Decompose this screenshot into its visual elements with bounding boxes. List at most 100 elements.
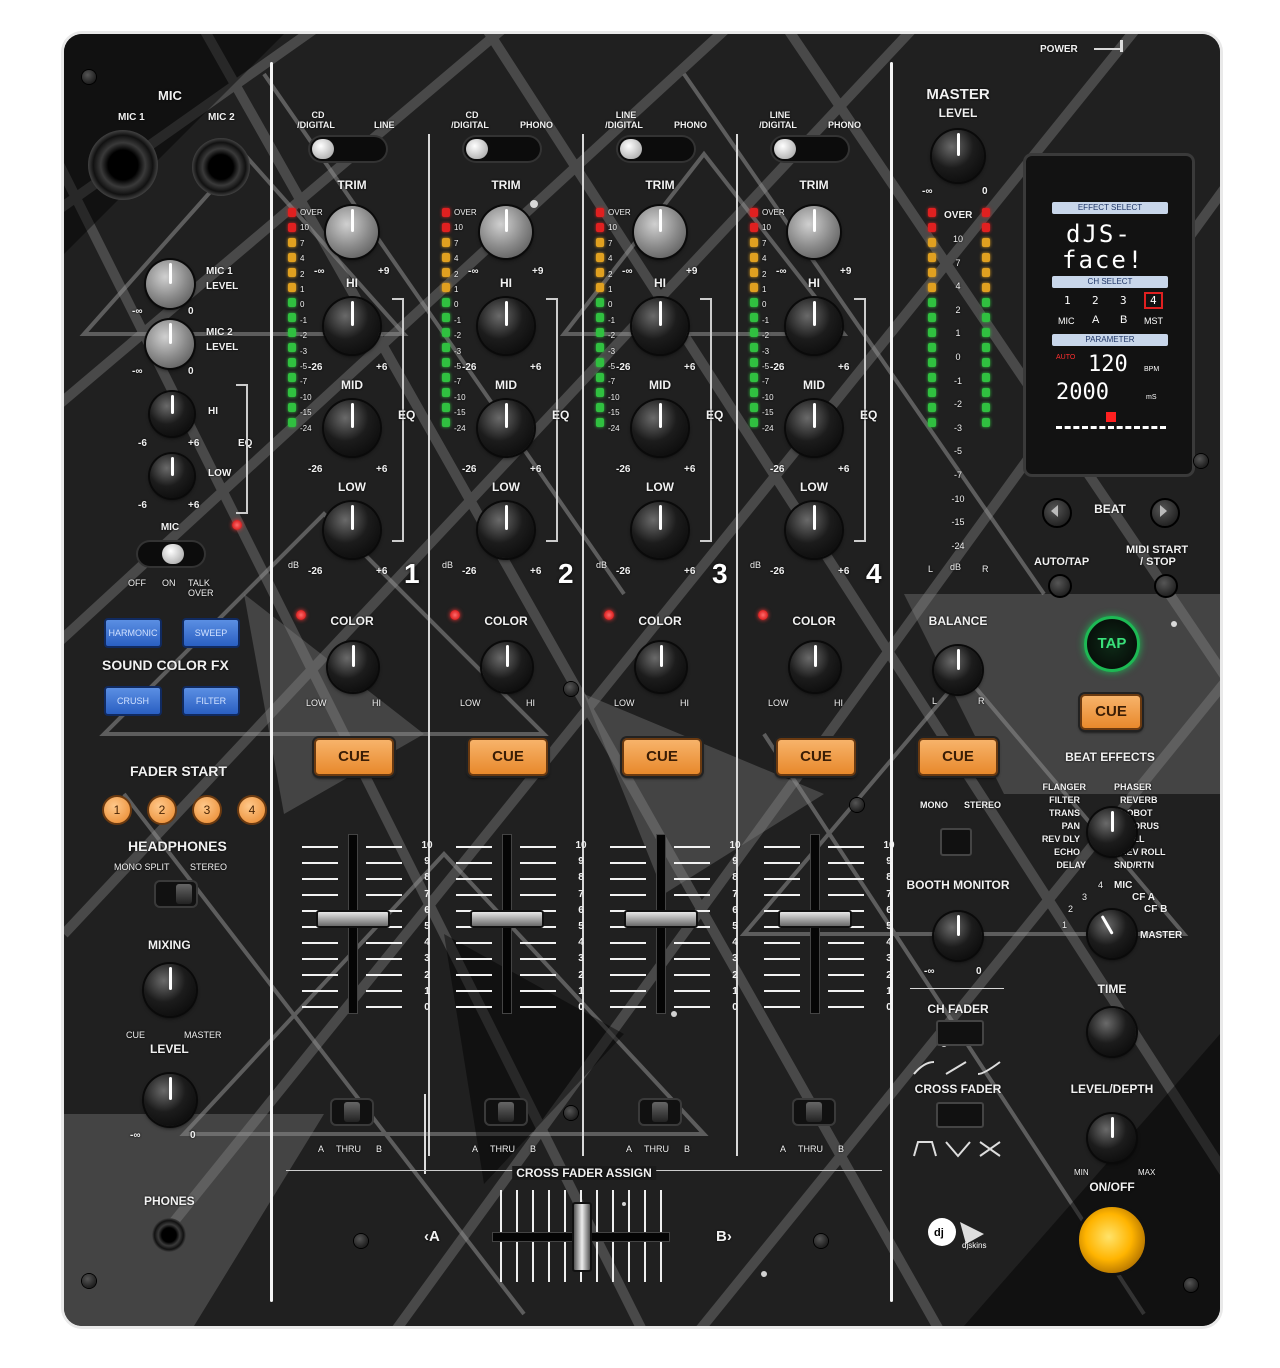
trim-knob[interactable] <box>326 206 378 258</box>
mic-hi-knob[interactable] <box>150 392 194 436</box>
meter-scale-label: 4 <box>608 254 613 264</box>
on-off-button[interactable] <box>1076 1204 1148 1276</box>
level-depth-knob[interactable] <box>1088 1114 1136 1162</box>
divider-ch1-2-line <box>428 134 430 1156</box>
input-select-switch[interactable] <box>464 137 540 161</box>
mid-eq-knob[interactable] <box>786 400 842 456</box>
hi-eq-knob[interactable] <box>478 298 534 354</box>
low-eq-knob[interactable] <box>478 502 534 558</box>
hi-eq-knob[interactable] <box>632 298 688 354</box>
hp-level-knob[interactable] <box>144 1074 196 1126</box>
beat-left-button[interactable] <box>1042 498 1072 528</box>
booth-monitor-label: BOOTH MONITOR <box>906 878 1010 892</box>
balance-knob[interactable] <box>934 646 982 694</box>
mic-onoff-switch[interactable] <box>138 542 204 566</box>
mic2-jack[interactable] <box>192 138 250 196</box>
channel-fader[interactable] <box>624 910 698 928</box>
low-eq-knob[interactable] <box>786 502 842 558</box>
low-eq-knob[interactable] <box>632 502 688 558</box>
mic1-xlr-jack[interactable] <box>88 130 158 200</box>
master-meter-r: R <box>982 564 989 574</box>
midi-start-stop-button[interactable] <box>1154 574 1178 598</box>
power-switch[interactable] <box>1120 40 1123 52</box>
low-eq-knob[interactable] <box>324 502 380 558</box>
tap-button[interactable]: TAP <box>1084 616 1140 672</box>
cross-fader-curve-switch[interactable] <box>936 1102 984 1128</box>
trim-knob[interactable] <box>788 206 840 258</box>
channel-fader[interactable] <box>778 910 852 928</box>
crossfader-assign-switch[interactable] <box>640 1100 680 1124</box>
crush-button[interactable]: CRUSH <box>104 686 162 716</box>
input-select-switch[interactable] <box>618 137 694 161</box>
color-knob[interactable] <box>482 642 532 692</box>
channel-cue-button[interactable]: CUE <box>314 738 394 776</box>
fader-start-1-button[interactable]: 1 <box>102 795 132 825</box>
beat-effects-select-knob[interactable] <box>1088 808 1136 856</box>
eq-bracket <box>546 298 558 542</box>
hp-master-label: MASTER <box>184 1030 222 1040</box>
assign-thru-label: THRU <box>798 1144 823 1154</box>
hi-eq-knob[interactable] <box>324 298 380 354</box>
svg-text:dj: dj <box>934 1227 944 1239</box>
channel-cue-button[interactable]: CUE <box>622 738 702 776</box>
fader-scale-label: 8 <box>578 872 584 884</box>
channel-cue-button[interactable]: CUE <box>776 738 856 776</box>
fader-start-3-button[interactable]: 3 <box>192 795 222 825</box>
meter-segment <box>750 313 758 322</box>
effect-channel-select-knob[interactable] <box>1088 910 1136 958</box>
knob-pointer <box>812 301 816 326</box>
channel-fader[interactable] <box>470 910 544 928</box>
crossfader-assign-switch[interactable] <box>332 1100 372 1124</box>
trim-knob[interactable] <box>634 206 686 258</box>
effect-option-label: SND/RTN <box>1114 860 1154 870</box>
color-knob[interactable] <box>636 642 686 692</box>
crossfader-assign-switch[interactable] <box>794 1100 834 1124</box>
harmonic-button[interactable]: HARMONIC <box>104 618 162 648</box>
mid-eq-knob[interactable] <box>632 400 688 456</box>
color-knob[interactable] <box>328 642 378 692</box>
mic1-level-knob[interactable] <box>146 260 194 308</box>
assign-a-label: A <box>780 1144 787 1154</box>
mid-eq-knob[interactable] <box>324 400 380 456</box>
screw-icon <box>850 798 864 812</box>
ch-select-3: 3 <box>1120 294 1127 307</box>
beat-right-button[interactable] <box>1150 498 1180 528</box>
assign-thru-label: THRU <box>644 1144 669 1154</box>
input-select-switch[interactable] <box>772 137 848 161</box>
fader-start-4-button[interactable]: 4 <box>237 795 267 825</box>
meter-segment <box>442 373 450 382</box>
filter-button[interactable]: FILTER <box>182 686 240 716</box>
meter-segment <box>750 388 758 397</box>
input-select-switch[interactable] <box>310 137 386 161</box>
crossfader-assign-switch[interactable] <box>486 1100 526 1124</box>
crossfader-knob[interactable] <box>572 1202 592 1272</box>
mono-stereo-switch[interactable] <box>940 828 972 856</box>
trim-knob[interactable] <box>480 206 532 258</box>
hi-eq-knob[interactable] <box>786 298 842 354</box>
master-cue-button[interactable]: CUE <box>918 738 998 776</box>
mono-split-switch[interactable] <box>156 882 196 906</box>
phones-jack[interactable] <box>152 1218 186 1252</box>
meter-scale-label: -5 <box>300 362 308 371</box>
fader-scale-label: 4 <box>578 937 584 949</box>
mic2-level-knob[interactable] <box>146 320 194 368</box>
mic-low-knob[interactable] <box>150 454 194 498</box>
master-meter-scale-label: 2 <box>955 304 961 315</box>
time-knob[interactable] <box>1088 1008 1136 1056</box>
ch-fader-curve-switch[interactable] <box>936 1020 984 1046</box>
color-knob[interactable] <box>790 642 840 692</box>
fader-start-2-button[interactable]: 2 <box>147 795 177 825</box>
color-label: COLOR <box>484 614 528 628</box>
booth-monitor-knob[interactable] <box>934 912 982 960</box>
mid-eq-knob[interactable] <box>478 400 534 456</box>
master-level-knob[interactable] <box>932 130 984 182</box>
sweep-button[interactable]: SWEEP <box>182 618 240 648</box>
mic1-level-label-2: LEVEL <box>206 281 239 292</box>
trim-max: +9 <box>840 266 852 277</box>
stereo-label: STEREO <box>964 800 1002 810</box>
auto-tap-button[interactable] <box>1048 574 1072 598</box>
channel-cue-button[interactable]: CUE <box>468 738 548 776</box>
hp-mixing-knob[interactable] <box>144 964 196 1016</box>
channel-fader[interactable] <box>316 910 390 928</box>
effects-cue-button[interactable]: CUE <box>1080 694 1142 730</box>
